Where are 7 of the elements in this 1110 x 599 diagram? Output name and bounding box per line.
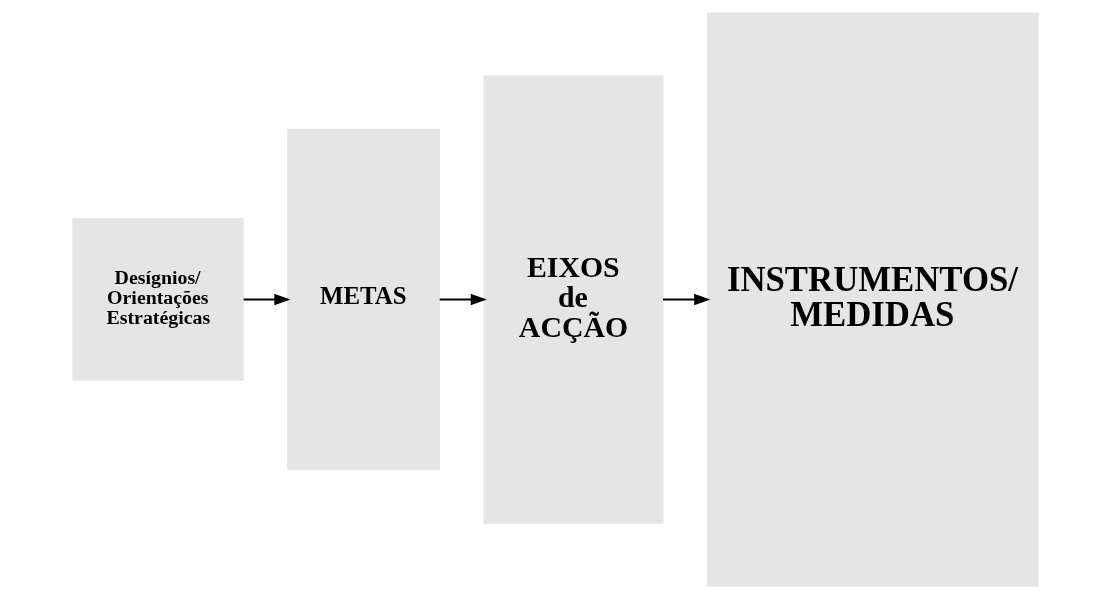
node-box: INSTRUMENTOS/ MEDIDAS bbox=[706, 12, 1039, 587]
arrow bbox=[242, 293, 290, 306]
node-box: METAS bbox=[286, 128, 440, 471]
arrow bbox=[438, 293, 487, 306]
arrow bbox=[661, 293, 710, 306]
node-box: Desígnios/ Orientações Estratégicas bbox=[71, 218, 244, 381]
node-box: EIXOS de ACÇÃO bbox=[482, 75, 664, 524]
